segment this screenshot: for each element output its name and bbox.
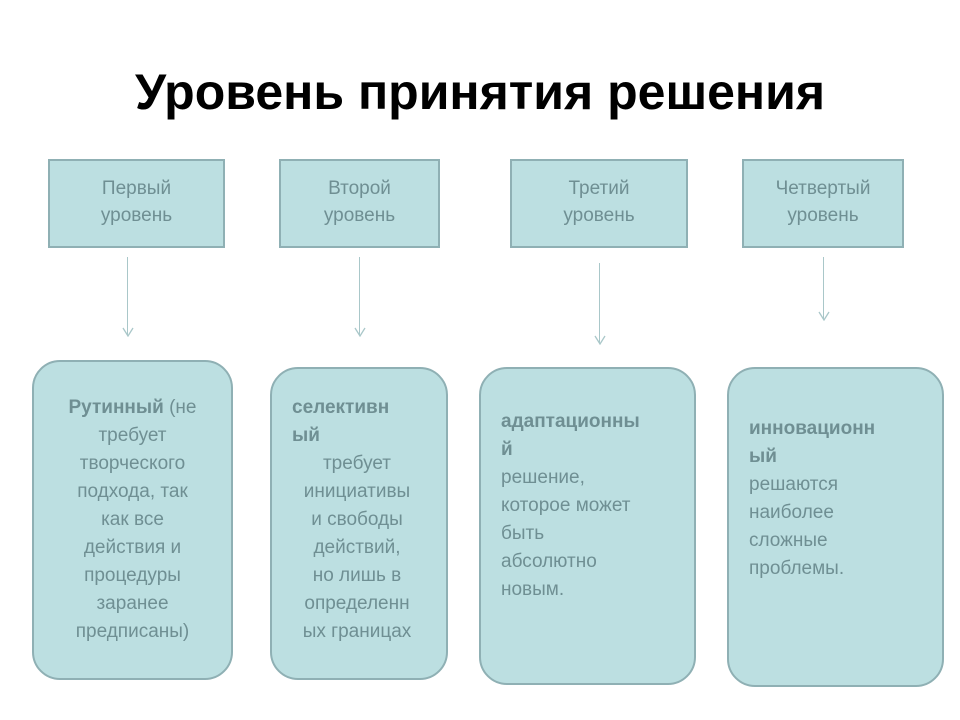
level-label: Третий — [568, 177, 630, 199]
level-label: уровень — [100, 204, 173, 226]
level-label: уровень — [563, 204, 635, 226]
description-text: творческого — [79, 453, 186, 474]
level-box-fourth: Четвертый уровень — [742, 159, 904, 248]
arrow-down-icon — [593, 263, 607, 345]
description-text: действий, — [313, 536, 401, 558]
description-term: ый — [749, 446, 777, 467]
description-text: наиболее — [749, 502, 834, 523]
description-text: процедуры — [84, 565, 181, 586]
description-text: подхода, так — [77, 481, 188, 502]
description-first-line: Рутинный (не — [68, 397, 197, 418]
level-label: Первый — [101, 177, 172, 199]
description-term: селективн — [292, 396, 390, 418]
description-box-adaptive: адаптационны й решение, которое может бы… — [479, 367, 696, 685]
arrow-down-icon — [121, 257, 135, 337]
description-text: сложные — [749, 530, 828, 551]
description-text: определенн — [304, 592, 410, 614]
level-box-first: Первый уровень — [48, 159, 225, 248]
description-text: которое может — [501, 495, 631, 516]
description-text: требует — [98, 425, 167, 446]
description-text: решаются — [749, 474, 839, 495]
description-box-routine: Рутинный (не требует творческого подхода… — [32, 360, 233, 680]
description-text: действия и — [83, 537, 182, 558]
description-text: новым. — [501, 579, 565, 600]
description-text: заранее — [96, 593, 169, 614]
level-box-third: Третий уровень — [510, 159, 688, 248]
description-text: требует — [322, 452, 391, 474]
description-term: ый — [292, 424, 320, 446]
level-box-second: Второй уровень — [279, 159, 440, 248]
description-text: проблемы. — [749, 558, 845, 579]
description-term: й — [501, 439, 513, 460]
description-term: Рутинный — [68, 397, 164, 418]
description-text: предписаны) — [75, 621, 190, 642]
description-term: инновационн — [749, 418, 876, 439]
description-text: но лишь в — [312, 564, 402, 586]
level-label: уровень — [787, 204, 859, 226]
level-label: Второй — [328, 177, 391, 199]
description-text: и свободы — [311, 508, 403, 530]
arrow-down-icon — [353, 257, 367, 337]
description-term: адаптационны — [501, 411, 640, 432]
arrow-down-icon — [817, 257, 831, 321]
level-label: Четвертый — [775, 177, 871, 199]
description-text: инициативы — [303, 480, 411, 502]
description-text: ых границах — [302, 620, 412, 642]
description-box-innovative: инновационн ый решаются наиболее сложные… — [727, 367, 944, 687]
description-text: решение, — [501, 467, 585, 488]
slide-title: Уровень принятия решения — [134, 64, 826, 120]
description-box-selective: селективн ый требует инициативы и свобод… — [270, 367, 448, 680]
description-text: абсолютно — [501, 551, 597, 572]
description-text: как все — [101, 509, 164, 530]
description-text: быть — [501, 523, 545, 544]
level-label: уровень — [323, 204, 396, 226]
